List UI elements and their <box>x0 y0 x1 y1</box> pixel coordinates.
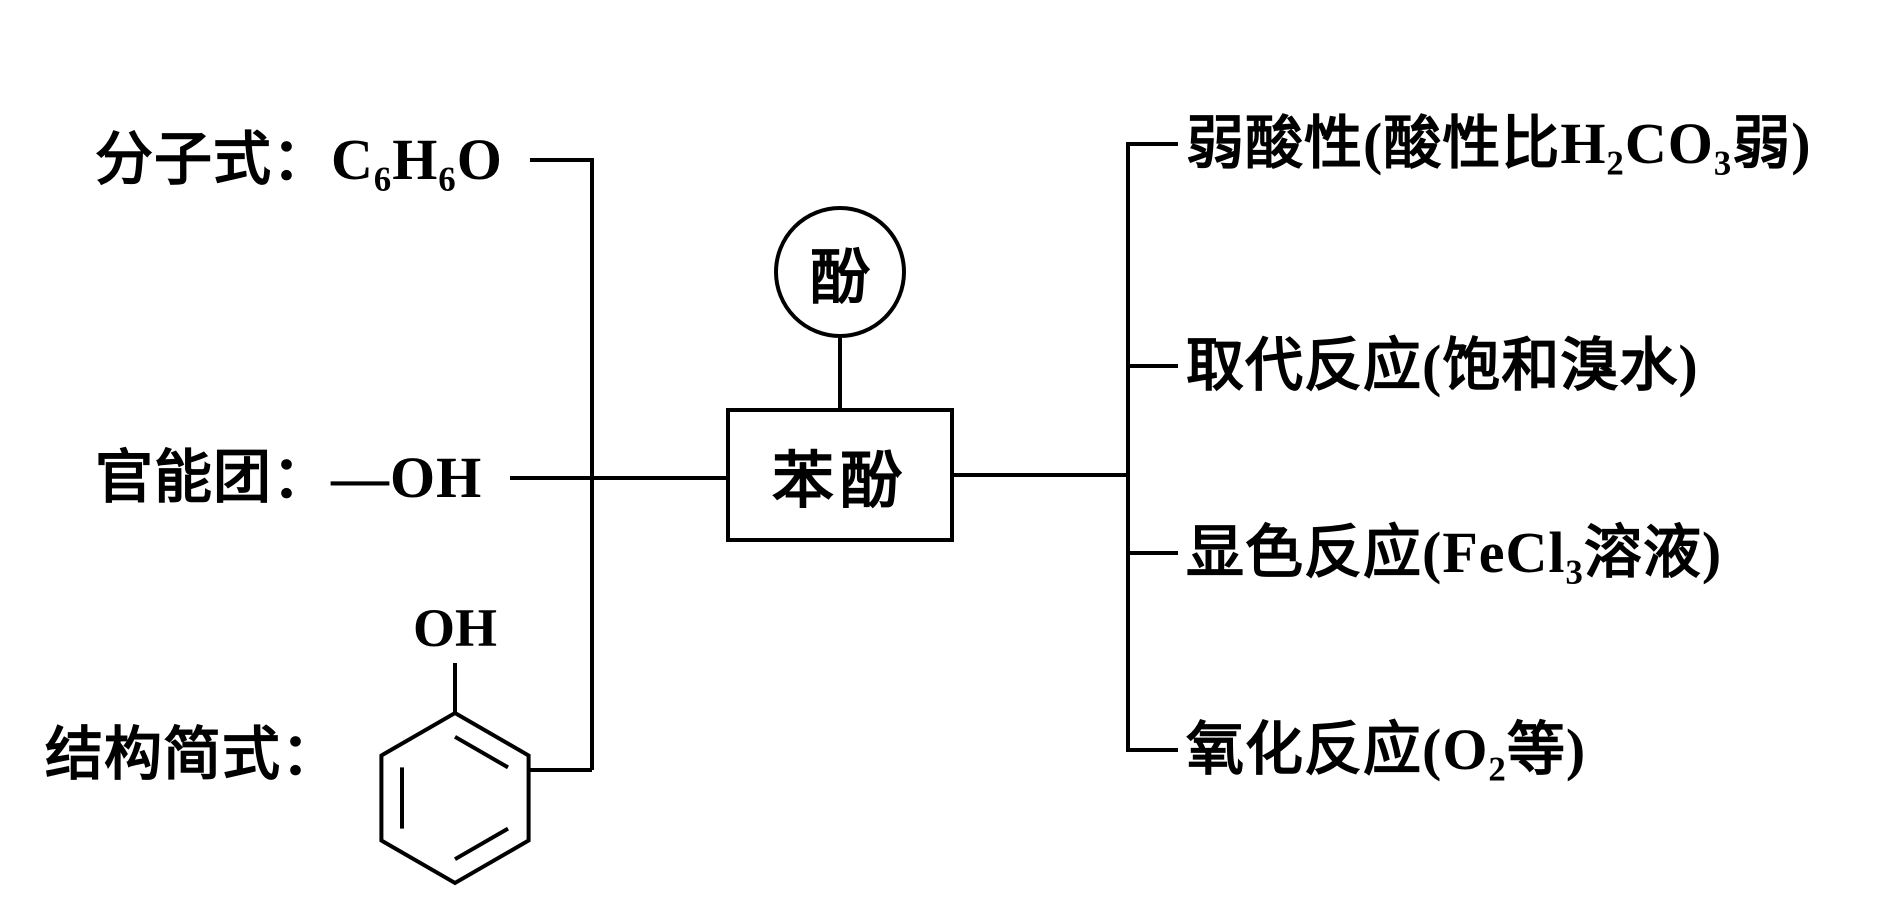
property-oxidation-reaction: 氧化反应(O₂等) <box>1186 717 1587 782</box>
phenol-box-label: 苯酚 <box>771 448 908 516</box>
structural-formula-row: 结构简式： <box>45 720 340 790</box>
molecular-formula-row: 分子式：C₆H₆O <box>95 125 503 195</box>
structural-formula-label: 结构简式： <box>45 722 341 787</box>
phenol-category-label: 酚 <box>810 244 870 311</box>
structural-formula-oh-label: OH <box>412 598 497 658</box>
property-substitution-reaction: 取代反应(饱和溴水) <box>1186 333 1699 398</box>
functional-group-value: —OH <box>331 445 483 510</box>
right-bracket-lines <box>954 142 1178 752</box>
phenol-category-circle: 酚 <box>774 206 906 338</box>
property-weak-acidity: 弱酸性(酸性比H₂CO₃弱) <box>1186 111 1812 176</box>
left-bracket-lines <box>510 158 726 772</box>
functional-group-row: 官能团：—OH <box>95 443 482 513</box>
functional-group-label: 官能团： <box>95 445 332 510</box>
benzene-ring <box>379 663 531 886</box>
molecular-formula-label: 分子式： <box>95 127 332 192</box>
phenol-box: 苯酚 <box>726 408 954 542</box>
molecular-formula-value: C₆H₆O <box>331 127 503 192</box>
property-color-reaction: 显色反应(FeCl₃溶液) <box>1186 520 1723 585</box>
